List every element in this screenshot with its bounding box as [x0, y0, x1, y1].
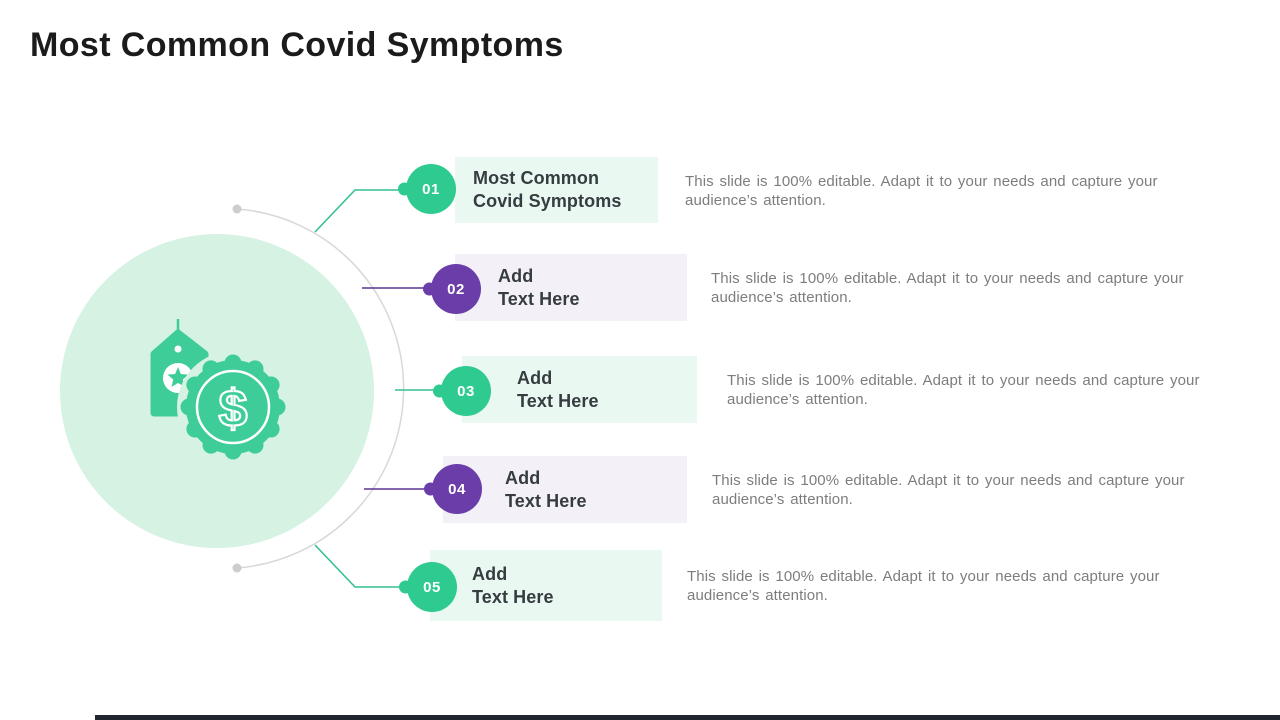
step-number-03: 03	[457, 382, 475, 400]
callout-label-4[interactable]: Add Text Here	[505, 467, 587, 511]
step-badge-04: 04	[432, 464, 482, 514]
callout-label-5[interactable]: Add Text Here	[472, 563, 554, 607]
step-number-04: 04	[448, 480, 466, 498]
callout-label-2[interactable]: Add Text Here	[498, 265, 580, 309]
callout-panel-2[interactable]: Add Text Here	[455, 254, 687, 321]
callout-panel-3[interactable]: Add Text Here	[462, 356, 697, 423]
description-4[interactable]: This slide is 100% editable. Adapt it to…	[712, 472, 1185, 508]
dollar-sign-glyph: $	[219, 380, 248, 438]
step-badge-01: 01	[406, 164, 456, 214]
description-3[interactable]: This slide is 100% editable. Adapt it to…	[727, 372, 1200, 408]
connector-line-05	[314, 544, 407, 588]
callout-panel-1[interactable]: Most Common Covid Symptoms	[455, 157, 658, 223]
callout-label-3[interactable]: Add Text Here	[517, 367, 599, 411]
callout-panel-5[interactable]: Add Text Here	[430, 550, 662, 621]
connector-line-01	[314, 189, 406, 233]
description-5[interactable]: This slide is 100% editable. Adapt it to…	[687, 568, 1160, 604]
page-title[interactable]: Most Common Covid Symptoms	[30, 26, 564, 64]
arc-end-dot-top	[232, 204, 242, 214]
step-badge-05: 05	[407, 562, 457, 612]
dollar-seal-icon: $	[177, 351, 289, 463]
description-1[interactable]: This slide is 100% editable. Adapt it to…	[685, 173, 1158, 209]
step-badge-03: 03	[441, 366, 491, 416]
step-badge-02: 02	[431, 264, 481, 314]
circular-infographic-decoration: $	[60, 189, 441, 588]
step-number-01: 01	[422, 180, 440, 198]
step-number-05: 05	[423, 578, 441, 596]
arc-end-dot-bottom	[232, 563, 242, 573]
arc-decoration	[236, 208, 405, 569]
step-number-02: 02	[447, 280, 465, 298]
callout-label-1[interactable]: Most Common Covid Symptoms	[473, 168, 622, 211]
description-2[interactable]: This slide is 100% editable. Adapt it to…	[711, 270, 1184, 306]
bottom-accent-bar	[95, 715, 1280, 720]
callout-panel-4[interactable]: Add Text Here	[443, 456, 687, 523]
